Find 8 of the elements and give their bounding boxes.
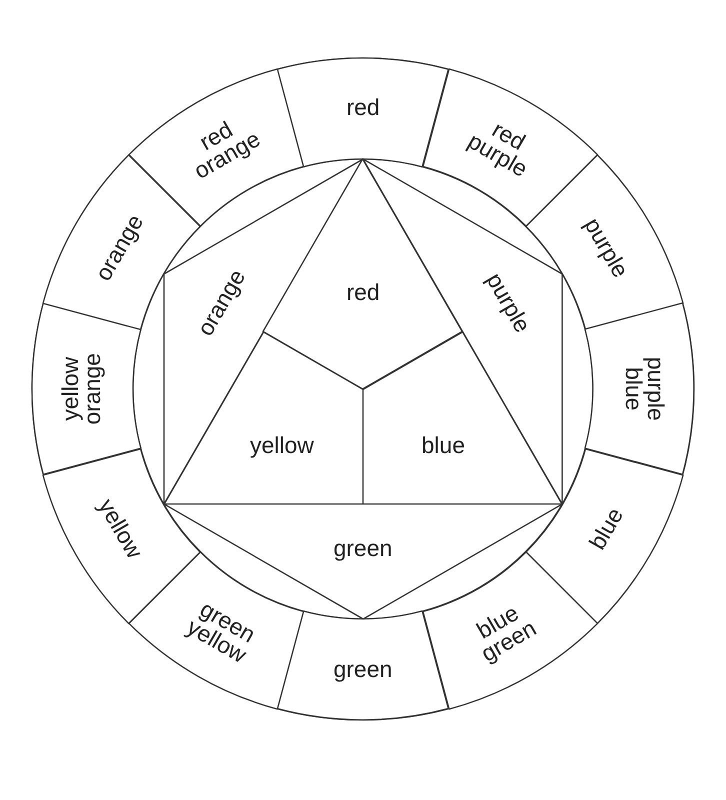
color-name: yellow orange bbox=[60, 353, 104, 425]
color-name: purple blue bbox=[622, 356, 666, 421]
color-name: green bbox=[333, 538, 392, 560]
color-name: red bbox=[346, 282, 380, 304]
color-name: green bbox=[333, 658, 392, 681]
color-name: red bbox=[346, 97, 380, 119]
color-name: blue bbox=[422, 435, 465, 457]
color-name: yellow bbox=[250, 435, 314, 457]
